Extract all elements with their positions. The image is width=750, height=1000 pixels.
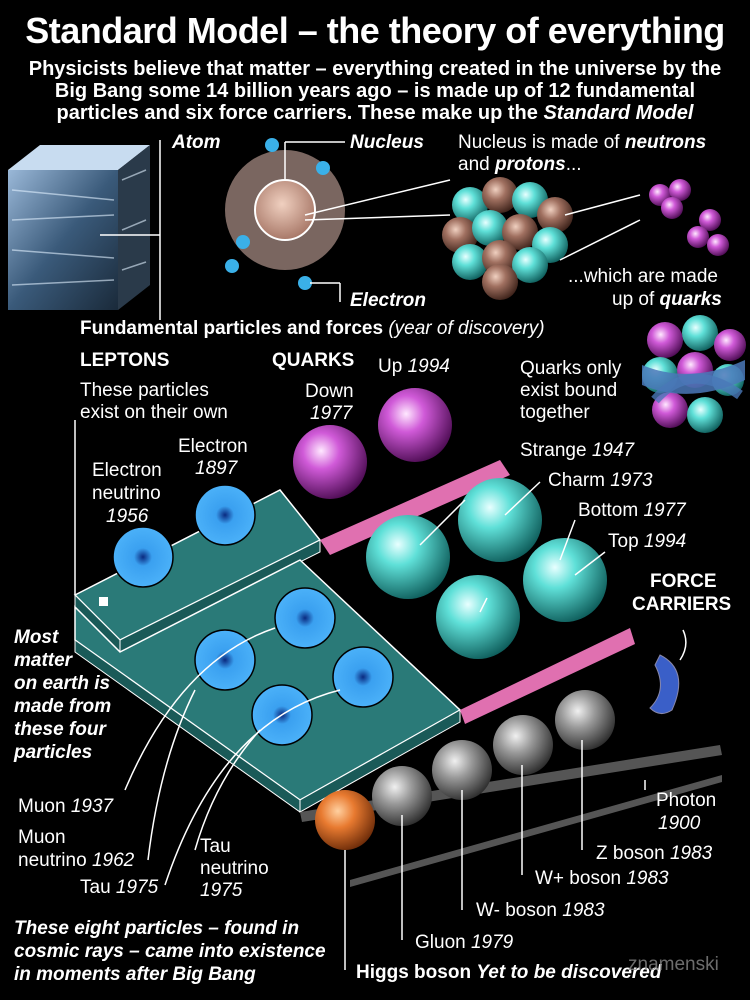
most-matter-3: on earth is	[14, 673, 111, 694]
w-plus-boson-label: W+ boson 1983	[535, 868, 669, 889]
photon-year: 1900	[658, 813, 701, 834]
most-matter-4: made from	[14, 696, 112, 717]
leader-lines	[74, 420, 687, 970]
quark-platform	[320, 460, 635, 724]
nucleus-cluster	[442, 177, 573, 300]
electron-name: Electron	[178, 436, 248, 457]
charm-quark-label: Charm 1973	[548, 470, 653, 491]
leptons-desc-2: exist on their own	[80, 402, 228, 423]
muon-label: Muon 1937	[18, 796, 114, 817]
watermark: znamenski	[628, 954, 719, 975]
intro-line-1: Physicists believe that matter – everyth…	[28, 58, 722, 80]
nucleus-desc-line-1: Nucleus is made of neutrons	[458, 132, 707, 153]
tau-neutrino-year: 1975	[200, 880, 243, 901]
bound-quarks-cluster	[642, 315, 746, 433]
quarks-bound-2: exist bound	[520, 380, 618, 401]
tau-label: Tau 1975	[80, 877, 159, 898]
z-boson-label: Z boson 1983	[596, 843, 713, 864]
strange-quark-label: Strange 1947	[520, 440, 635, 461]
light-quark-balls	[293, 388, 452, 499]
force-carriers-header-2: CARRIERS	[632, 594, 732, 615]
electron-atom-label: Electron	[350, 290, 427, 311]
lepton-platform	[73, 489, 462, 813]
nucleus-desc-line-2: and protons...	[458, 154, 582, 175]
higgs-label: Higgs boson Yet to be discovered	[356, 962, 662, 983]
fundamental-heading: Fundamental particles and forces (year o…	[80, 318, 545, 339]
page-title: Standard Model – the theory of everythin…	[25, 10, 725, 51]
most-matter-5: these four	[14, 719, 106, 740]
matter-cube	[8, 145, 150, 310]
nucleus-label: Nucleus	[350, 132, 424, 153]
most-matter-1: Most	[14, 627, 59, 648]
electron-year: 1897	[195, 458, 238, 479]
tau-neutrino-line-1: Tau	[200, 836, 231, 857]
tau-neutrino-line-2: neutrino	[200, 858, 269, 879]
quark-triplets	[649, 179, 729, 256]
w-minus-boson-label: W- boson 1983	[476, 900, 605, 921]
muon-neutrino-line-1: Muon	[18, 827, 66, 848]
eight-particles-2: cosmic rays – came into existence	[14, 941, 326, 962]
leptons-desc-1: These particles	[80, 380, 209, 401]
intro-line-3: particles and six force carriers. These …	[56, 102, 694, 124]
bottom-quark-label: Bottom 1977	[578, 500, 686, 521]
eight-particles-1: These eight particles – found in	[14, 918, 300, 939]
photon-shape	[649, 654, 680, 714]
quarks-bound-3: together	[520, 402, 590, 423]
eight-particles-3: in moments after Big Bang	[14, 964, 256, 985]
muon-neutrino-line-2: neutrino 1962	[18, 850, 135, 871]
quarks-desc-line-1: ...which are made	[568, 266, 718, 287]
quarks-header: QUARKS	[272, 350, 355, 371]
quarks-bound-1: Quarks only	[520, 358, 622, 379]
leptons-header: LEPTONS	[80, 350, 170, 371]
atom-diagram	[225, 138, 451, 302]
most-matter-2: matter	[14, 650, 73, 671]
boson-balls	[315, 690, 615, 850]
force-carriers-header-1: FORCE	[650, 571, 717, 592]
atom-label: Atom	[172, 132, 221, 153]
gluon-label: Gluon 1979	[415, 932, 514, 953]
down-quark-name: Down	[305, 381, 354, 402]
electron-neutrino-line-1: Electron	[92, 460, 162, 481]
most-matter-6: particles	[14, 742, 93, 763]
lepton-marker	[99, 597, 108, 606]
down-quark-year: 1977	[310, 403, 353, 424]
electron-neutrino-year: 1956	[106, 506, 149, 527]
photon-name: Photon	[656, 790, 717, 811]
up-quark-label: Up 1994	[378, 356, 450, 377]
intro-line-2: Big Bang some 14 billion years ago – is …	[54, 80, 696, 102]
quarks-desc-line-2: up of quarks	[612, 289, 722, 310]
top-quark-label: Top 1994	[608, 531, 687, 552]
electron-neutrino-line-2: neutrino	[92, 483, 161, 504]
